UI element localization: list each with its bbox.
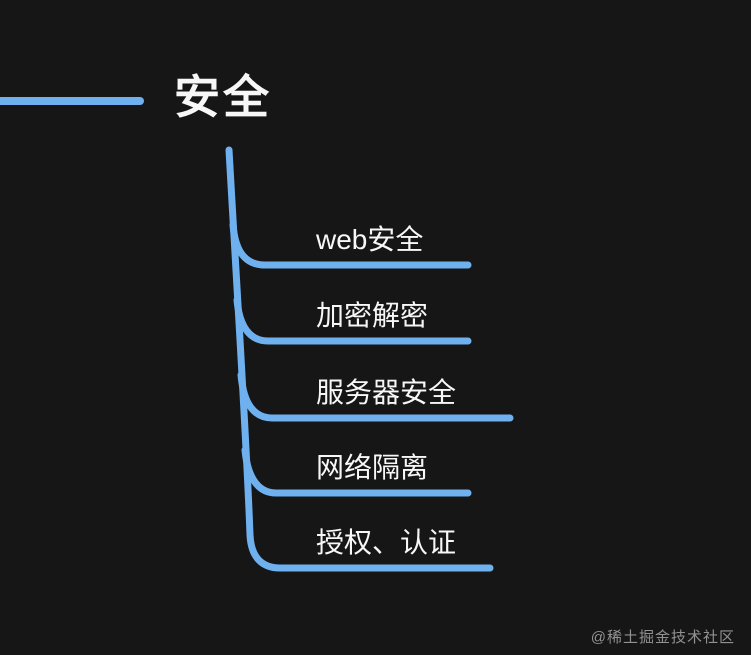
trunk-and-branch-line-auth — [225, 146, 494, 572]
node-label: 服务器安全 — [316, 377, 457, 408]
node-label: web安全 — [316, 224, 424, 255]
root-node[interactable]: 安全 — [174, 72, 272, 123]
node-web-security[interactable]: web安全 — [316, 222, 423, 258]
node-label: 授权、认证 — [316, 527, 457, 558]
root-node-label: 安全 — [174, 71, 272, 123]
node-label: 加密解密 — [316, 300, 429, 331]
node-encryption[interactable]: 加密解密 — [316, 298, 428, 334]
node-network-isolation[interactable]: 网络隔离 — [316, 450, 428, 486]
node-server-security[interactable]: 服务器安全 — [316, 375, 456, 411]
watermark: @稀土掘金技术社区 — [590, 629, 735, 646]
node-label: 网络隔离 — [316, 452, 429, 483]
node-authorization-authentication[interactable]: 授权、认证 — [316, 525, 456, 561]
